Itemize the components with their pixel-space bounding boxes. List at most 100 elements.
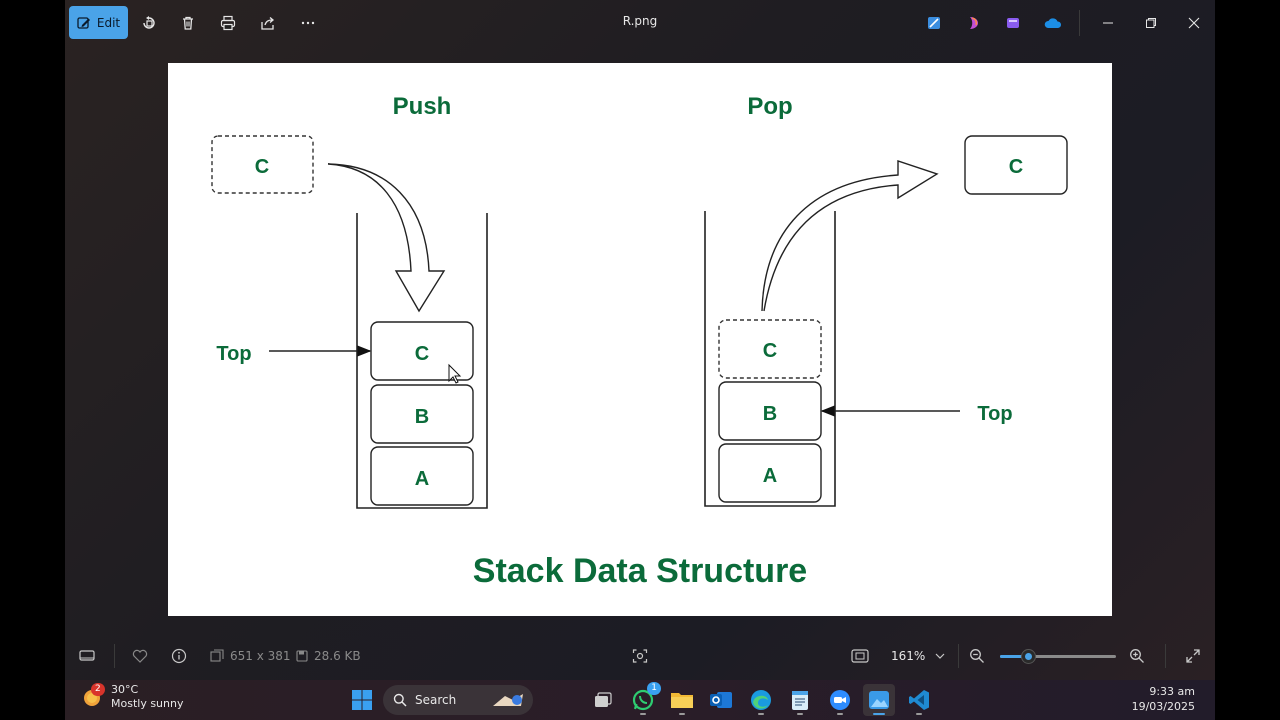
weather-desc: Mostly sunny [111,697,184,710]
image-canvas[interactable]: Push C C B A Top Pop C C [168,63,1112,616]
minimize-icon [1103,22,1113,24]
start-button[interactable] [346,684,378,716]
taskbar-search[interactable]: Search [383,685,533,715]
push-incoming-box [211,135,314,194]
push-stack-item [370,446,474,506]
copilot-button[interactable] [959,8,989,38]
copilot-icon [970,17,978,29]
designer-button[interactable] [919,8,949,38]
close-icon [1188,17,1200,29]
status-bar: 651 x 381 28.6 KB 161% [65,634,1215,678]
pop-stack-item [718,443,822,503]
edit-button[interactable]: Edit [69,6,128,39]
windows-taskbar: 2 30°C Mostly sunny Search 1 [65,680,1215,720]
pop-stack-label: A [763,465,777,487]
trash-icon [183,16,193,30]
system-clock[interactable]: 9:33 am 19/03/2025 [1132,684,1195,714]
file-size: 28.6 KB [296,646,361,666]
toolbar-divider [1079,10,1080,36]
zoom-dropdown[interactable]: 161% [881,642,955,670]
search-label: Search [415,693,457,707]
zoom-slider-fill [1000,655,1028,658]
weather-icon: 2 [81,683,105,709]
pop-stack-label: C [763,340,777,362]
pop-outgoing-label: C [1009,156,1023,178]
pop-arrow [761,160,939,312]
pop-top-label: Top [977,403,1012,425]
photos-app[interactable] [863,684,895,716]
rotate-icon [143,16,155,29]
fullscreen-button[interactable] [1185,646,1201,666]
filmstrip-toggle[interactable] [79,646,95,666]
fit-to-window-button[interactable] [851,646,869,666]
dimensions-text: 651 x 381 [230,649,291,663]
weather-widget[interactable]: 2 30°C Mostly sunny [81,683,183,711]
push-stack-container [356,213,488,509]
restore-icon [1146,18,1156,28]
restore-button[interactable] [1136,8,1166,38]
whatsapp-app[interactable]: 1 [627,682,661,716]
zoom-slider[interactable] [1000,650,1116,663]
running-indicator [916,713,922,715]
pop-stack-container [704,211,836,507]
whatsapp-icon [632,689,654,711]
file-explorer-app[interactable] [666,684,698,716]
visual-search-button[interactable] [632,646,648,666]
designer-icon [928,17,940,29]
clipchamp-icon [1007,18,1019,28]
outlook-app[interactable] [705,684,737,716]
expand-icon [1186,649,1200,663]
more-icon [301,21,315,25]
clock-time: 9:33 am [1149,685,1195,698]
favorite-button[interactable] [132,646,148,666]
notepad-icon [792,691,808,710]
windows-logo-icon [352,690,372,710]
weather-badge: 2 [91,683,105,696]
pop-title: Pop [747,93,792,120]
task-view-icon [595,692,612,707]
push-arrow [327,163,446,313]
clipchamp-button[interactable] [998,8,1028,38]
outlook-icon [710,692,732,708]
pop-stack-label: B [763,403,777,425]
search-icon [393,693,407,707]
printer-icon [220,15,236,31]
edit-icon [77,16,90,29]
pop-stack-item-removed [718,319,822,379]
edge-icon [751,690,771,710]
info-icon [171,648,187,664]
close-button[interactable] [1179,8,1209,38]
minimize-button[interactable] [1093,8,1123,38]
zoom-out-icon [970,649,984,663]
print-button[interactable] [213,8,243,38]
search-highlight-icon [493,694,523,706]
clock-date: 19/03/2025 [1131,700,1195,713]
window-title: R.png [622,14,658,28]
folder-icon [671,693,693,708]
stack-diagram: Push C C B A Top Pop C C [211,93,1068,590]
running-indicator [640,713,646,715]
task-view-button[interactable] [587,684,619,716]
vscode-app[interactable] [903,684,935,716]
more-options-button[interactable] [293,8,323,38]
onedrive-button[interactable] [1038,8,1068,38]
share-button[interactable] [253,8,283,38]
edge-app[interactable] [745,684,777,716]
zoom-out-button[interactable] [969,646,985,666]
mouse-cursor-icon [448,363,462,384]
zoom-slider-thumb[interactable] [1021,650,1035,663]
zoom-in-button[interactable] [1129,646,1145,666]
file-info-button[interactable] [171,646,187,666]
zoom-value: 161% [891,649,926,663]
notepad-app[interactable] [784,684,816,716]
chevron-down-icon [935,653,945,659]
weather-temp: 30°C [111,683,139,696]
onedrive-cloud-icon [1044,18,1062,28]
running-indicator [837,713,843,715]
rotate-button[interactable] [134,8,164,38]
fit-window-icon [851,649,869,663]
zoom-app[interactable] [824,684,856,716]
delete-button[interactable] [173,8,203,38]
diagram-caption: Stack Data Structure [473,552,807,590]
visual-search-icon [632,649,648,663]
